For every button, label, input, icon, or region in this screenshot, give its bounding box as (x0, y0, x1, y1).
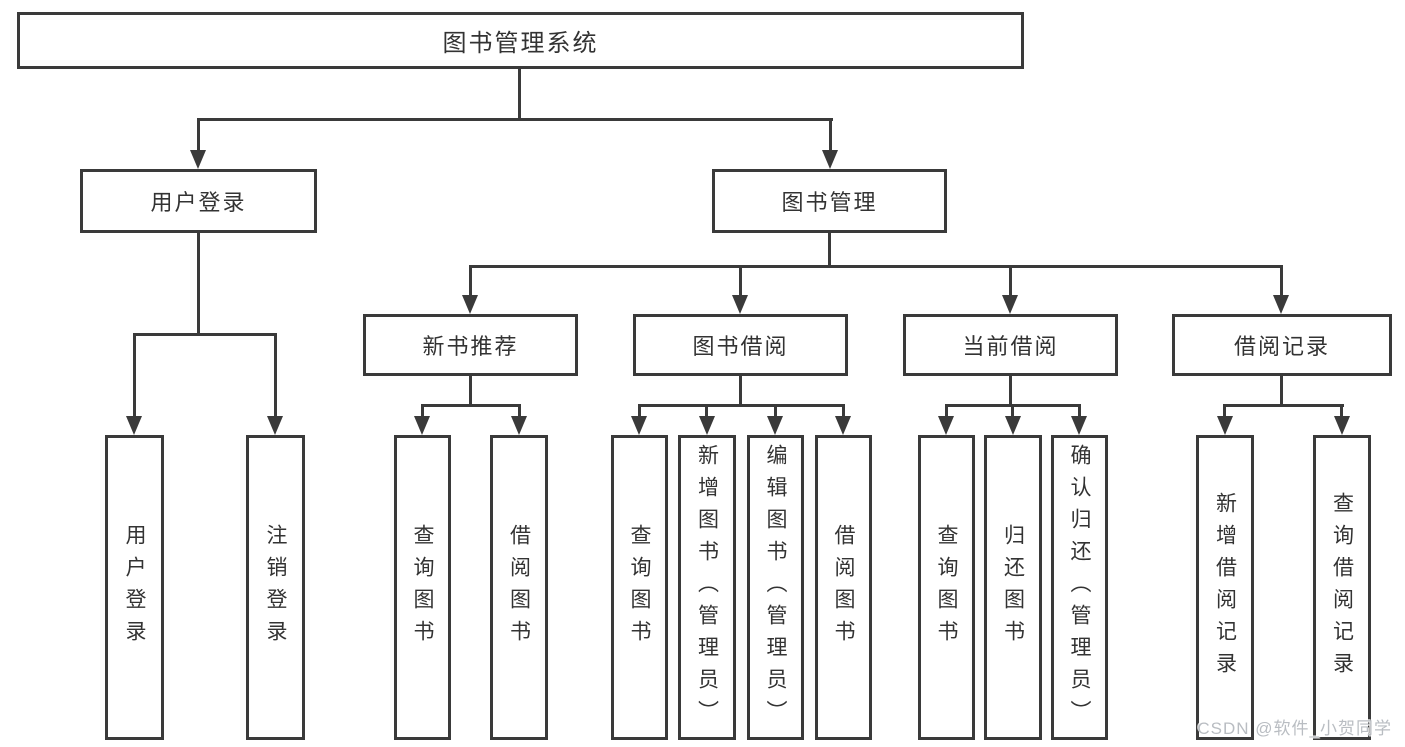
arrowhead-current-leaf-3 (1071, 416, 1087, 435)
connector-current-drop-2 (1011, 404, 1014, 418)
connector-user-login-stem (197, 233, 200, 336)
leaf-recommend-query-books: 查询图书 (394, 435, 451, 740)
leaf-borrow-books: 借阅图书 (815, 435, 872, 740)
arrowhead-user-login-leaf (126, 416, 142, 435)
connector-records-stem (1280, 374, 1283, 406)
connector-user-login-drop-2 (274, 333, 277, 418)
connector-book-mgmt-drop-2 (739, 265, 742, 296)
connector-records-drop-2 (1340, 404, 1343, 418)
connector-borrowing-hline (638, 404, 845, 407)
connector-book-mgmt-drop-3 (1009, 265, 1012, 296)
leaf-query-borrow-record: 查询借阅记录 (1313, 435, 1371, 740)
arrowhead-book-borrowing (732, 295, 748, 314)
leaf-add-borrow-record: 新增借阅记录 (1196, 435, 1254, 740)
leaf-user-login: 用户登录 (105, 435, 164, 740)
connector-recommend-hline (421, 404, 521, 407)
connector-root-stem (518, 68, 521, 120)
connector-book-mgmt-hline (469, 265, 1283, 268)
arrowhead-current-borrowing (1002, 295, 1018, 314)
arrowhead-current-leaf-2 (1005, 416, 1021, 435)
node-borrowing-records: 借阅记录 (1172, 314, 1392, 376)
connector-root-drop-right (829, 118, 832, 152)
connector-recommend-stem (469, 373, 472, 407)
arrowhead-new-book-recommend (462, 295, 478, 314)
arrowhead-logout-leaf (267, 416, 283, 435)
node-current-borrowing: 当前借阅 (903, 314, 1118, 376)
leaf-current-query-books: 查询图书 (918, 435, 975, 740)
node-library-management-system: 图书管理系统 (17, 12, 1024, 69)
connector-book-mgmt-stem (828, 232, 831, 268)
arrowhead-borrowing-leaf-2 (699, 416, 715, 435)
arrowhead-records-leaf-1 (1217, 416, 1233, 435)
arrowhead-recommend-leaf-2 (511, 416, 527, 435)
arrowhead-borrowing-records (1273, 295, 1289, 314)
connector-recommend-drop-2 (518, 404, 521, 418)
connector-book-mgmt-drop-4 (1280, 265, 1283, 296)
arrowhead-borrowing-leaf-3 (767, 416, 783, 435)
connector-records-hline (1223, 404, 1344, 407)
connector-borrowing-drop-2 (705, 404, 708, 418)
arrowhead-recommend-leaf-1 (414, 416, 430, 435)
node-book-borrowing: 图书借阅 (633, 314, 848, 376)
connector-borrowing-stem (739, 374, 742, 406)
node-book-management: 图书管理 (712, 169, 947, 233)
arrowhead-book-management (822, 150, 838, 169)
connector-current-drop-3 (1078, 404, 1081, 418)
connector-borrowing-drop-4 (842, 404, 845, 418)
connector-book-mgmt-drop-1 (469, 265, 472, 296)
leaf-recommend-borrow-books: 借阅图书 (490, 435, 548, 740)
arrowhead-records-leaf-2 (1334, 416, 1350, 435)
arrowhead-borrowing-leaf-4 (835, 416, 851, 435)
connector-borrowing-drop-3 (774, 404, 777, 418)
leaf-logout: 注销登录 (246, 435, 305, 740)
connector-root-hline (197, 118, 833, 121)
csdn-watermark: CSDN @软件_小贺同学 (1197, 719, 1392, 738)
leaf-add-book-admin: 新增图书（管理员） (678, 435, 736, 740)
connector-root-drop-left (197, 118, 200, 152)
node-new-book-recommend: 新书推荐 (363, 314, 578, 376)
connector-records-drop-1 (1223, 404, 1226, 418)
connector-user-login-hline (133, 333, 277, 336)
connector-borrowing-drop-1 (638, 404, 641, 418)
leaf-return-books: 归还图书 (984, 435, 1042, 740)
arrowhead-current-leaf-1 (938, 416, 954, 435)
connector-recommend-drop-1 (421, 404, 424, 418)
node-user-login: 用户登录 (80, 169, 317, 233)
leaf-confirm-return-admin: 确认归还（管理员） (1051, 435, 1108, 740)
connector-user-login-drop-1 (133, 333, 136, 418)
leaf-edit-book-admin: 编辑图书（管理员） (747, 435, 804, 740)
arrowhead-borrowing-leaf-1 (631, 416, 647, 435)
connector-current-drop-1 (945, 404, 948, 418)
connector-current-stem (1009, 374, 1012, 406)
arrowhead-user-login (190, 150, 206, 169)
leaf-borrowing-query-books: 查询图书 (611, 435, 668, 740)
